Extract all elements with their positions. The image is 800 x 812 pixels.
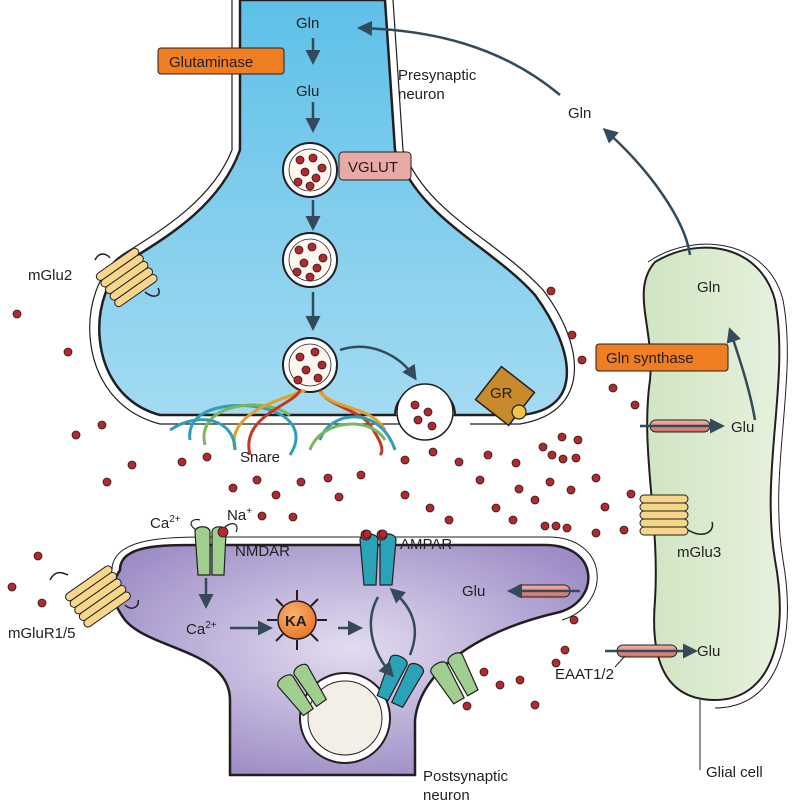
snare-complex — [169, 388, 397, 457]
mglu2-receptor — [94, 247, 160, 308]
label-nmdar: NMDAR — [235, 543, 290, 560]
gln-synthase-box — [595, 343, 729, 372]
label-ka: KA — [285, 613, 307, 630]
vglut-box — [338, 151, 412, 181]
label-mglu2: mGlu2 — [28, 267, 72, 284]
label-glial-cell: Glial cell — [706, 764, 763, 781]
label-gln-glial: Gln — [697, 279, 720, 296]
label-ampar: AMPAR — [400, 536, 452, 553]
label-gln-mid: Gln — [568, 105, 591, 122]
label-na: Na+ — [227, 506, 252, 524]
ampar-internalized — [376, 654, 425, 709]
label-ca: Ca2+ — [150, 514, 181, 532]
glial-cell — [642, 246, 781, 702]
glutaminase-box — [157, 47, 285, 75]
label-vglut: VGLUT — [348, 159, 398, 176]
mglur15-receptor — [49, 565, 140, 628]
label-eaat: EAAT1/2 — [555, 666, 614, 683]
label-postsynaptic-1: Postsynaptic — [423, 768, 509, 785]
vesicle-1 — [282, 142, 338, 198]
label-mglur15: mGluR1/5 — [8, 625, 76, 642]
label-presynaptic-1: Presynaptic — [398, 67, 477, 84]
vesicle-fusing — [410, 400, 437, 431]
label-glu-post: Glu — [462, 583, 485, 600]
gr-receptor — [474, 365, 536, 427]
vesicle-docked — [282, 337, 338, 393]
arrows — [198, 20, 757, 678]
label-glu-eaat: Glu — [697, 643, 720, 660]
nmdar-internalized — [277, 663, 328, 717]
glutamate-molecules — [7, 286, 640, 711]
label-glu-glial: Glu — [731, 419, 754, 436]
label-glutaminase: Glutaminase — [169, 54, 253, 71]
mglu3-receptor — [639, 494, 714, 536]
nmdar-receptor — [190, 518, 238, 576]
label-presynaptic-2: neuron — [398, 86, 445, 103]
label-gln-top: Gln — [296, 15, 319, 32]
label-glu-top: Glu — [296, 83, 319, 100]
label-gr: GR — [490, 385, 513, 402]
label-postsynaptic-2: neuron — [423, 787, 470, 804]
label-gln-synthase: Gln synthase — [606, 350, 694, 367]
receptor-green-right — [430, 652, 479, 705]
label-snare: Snare — [240, 449, 280, 466]
label-ca2: Ca2+ — [186, 620, 217, 638]
ka-receptor — [267, 590, 327, 650]
label-mglu3: mGlu3 — [677, 544, 721, 561]
vesicle-2 — [282, 232, 338, 288]
